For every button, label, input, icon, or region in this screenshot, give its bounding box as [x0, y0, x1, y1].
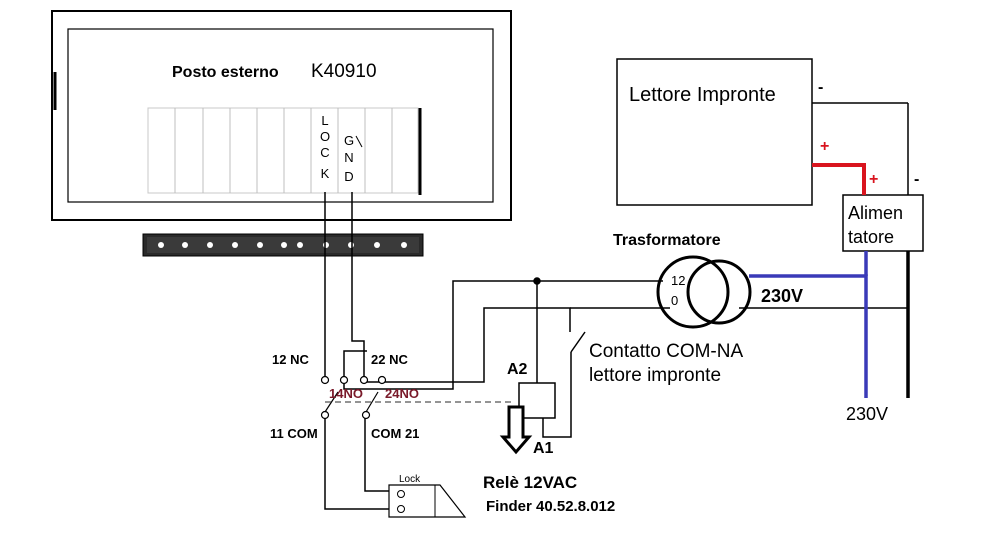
contact-label-line2: lettore impronte — [589, 365, 721, 386]
relay-switch-blades — [324, 391, 379, 413]
reader-minus-sign: - — [818, 79, 823, 96]
screw-terminal-strip — [142, 233, 424, 257]
relay-24no-label: 24NO — [385, 386, 419, 401]
gnd-letter-d: D — [344, 169, 353, 184]
panel-model: K40910 — [311, 61, 377, 82]
relay-title: Relè 12VAC — [483, 473, 577, 492]
relay-14no-label: 14NO — [329, 386, 363, 401]
psu-label-line1: Alimen — [848, 203, 903, 223]
reader-plus-sign: + — [820, 138, 829, 155]
power-supply: Alimen tatore — [842, 194, 924, 252]
relay-a2-label: A2 — [507, 361, 528, 378]
mains-voltage-label: 230V — [846, 404, 888, 424]
relay-22nc-label: 22 NC — [371, 352, 408, 367]
positive-wire — [812, 163, 866, 195]
panel-label: Posto esterno — [172, 64, 279, 81]
gnd-letter-n: N — [344, 150, 353, 165]
lock-device: Lock — [388, 474, 467, 518]
psu-label-line2: tatore — [848, 227, 894, 247]
psu-minus-sign: - — [914, 171, 919, 188]
transformer: Trasformatore 12 0 — [613, 232, 752, 329]
relay-model: Finder 40.52.8.012 — [486, 498, 615, 515]
reader-label: Lettore Impronte — [629, 84, 776, 106]
relay-com21-label: COM 21 — [371, 426, 419, 441]
lock-letter-c: C — [320, 145, 329, 160]
gnd-letter-g: G — [344, 133, 354, 148]
lock-letter-l: L — [321, 113, 328, 128]
relay-a1-label: A1 — [533, 440, 554, 457]
relay-coil — [518, 382, 556, 419]
relay-contacts — [320, 375, 387, 420]
contact-label-line1: Contatto COM-NA — [589, 341, 743, 362]
reader-contact-switch — [570, 331, 586, 353]
transformer-label: Trasformatore — [613, 232, 721, 249]
lock-letter-k: K — [321, 166, 330, 181]
terminal-block — [147, 107, 419, 194]
secondary-voltage-label: 230V — [761, 286, 803, 306]
lock-label: Lock — [399, 474, 421, 485]
relay-12nc-label: 12 NC — [272, 352, 309, 367]
arrow-down-icon — [499, 405, 533, 455]
black-wires — [324, 102, 910, 510]
outdoor-station-panel: Posto esterno K40910 L O C K G N D — [51, 10, 512, 221]
transformer-tap-12: 12 — [671, 273, 685, 288]
transformer-tap-0: 0 — [671, 293, 678, 308]
lock-letter-o: O — [320, 129, 330, 144]
psu-plus-sign: + — [869, 171, 878, 188]
relay-11com-label: 11 COM — [270, 426, 318, 441]
fingerprint-reader: Lettore Impronte — [616, 58, 813, 206]
